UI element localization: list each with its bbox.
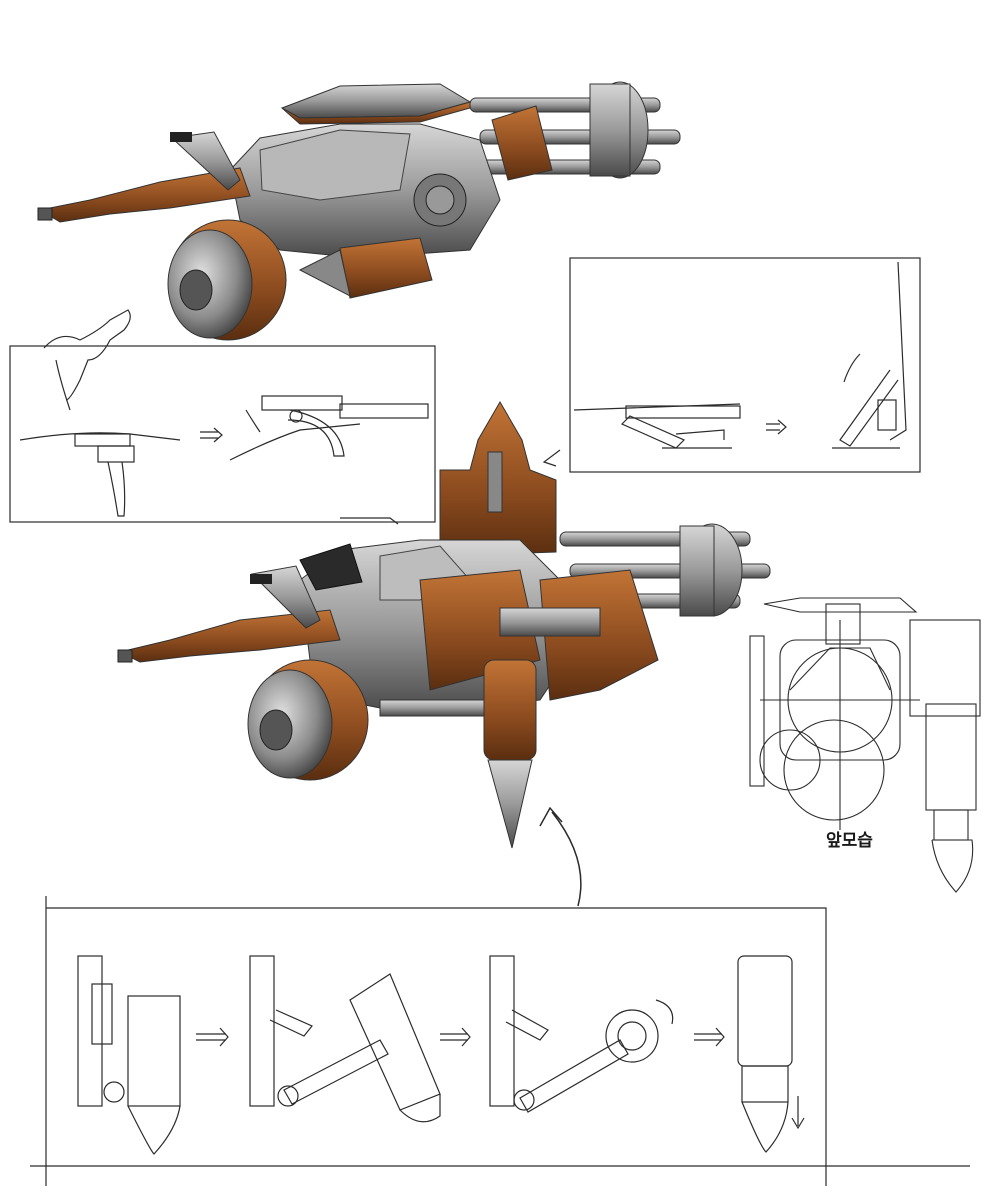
- lower-tank: [339, 237, 433, 299]
- sketch-box-trigger: [9, 309, 436, 525]
- wooden-stock: [38, 167, 251, 223]
- barrel-clamp: [491, 105, 553, 181]
- barrel-cluster: [469, 81, 681, 179]
- sketch-box-fold: [542, 257, 921, 473]
- front-view-label: 앞모습: [826, 831, 873, 851]
- weapon-render-top: [37, 81, 681, 341]
- weapon-render-deployed: [117, 401, 771, 849]
- front-view-sketch: [749, 597, 981, 893]
- callout-arrow: [539, 806, 582, 907]
- sketch-box-leg-deploy: [30, 896, 970, 1186]
- wheel: [167, 219, 287, 341]
